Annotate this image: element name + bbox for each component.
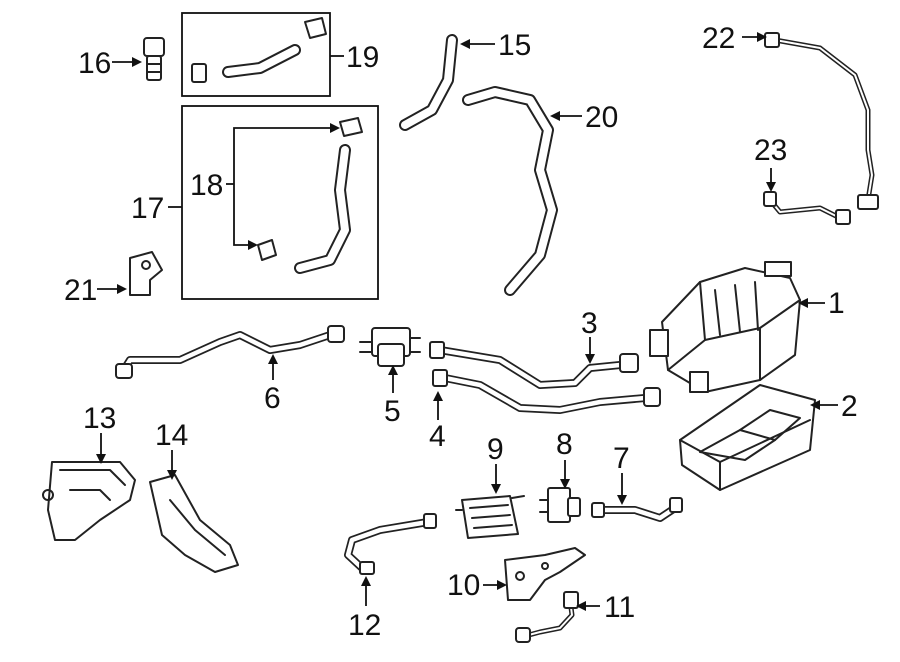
vapor-line-3 <box>429 341 639 389</box>
hose-19 <box>191 17 327 83</box>
leader-lines <box>96 32 838 611</box>
callout-9: 9 <box>487 433 504 466</box>
callout-18: 18 <box>190 169 223 202</box>
callout-15: 15 <box>498 29 531 62</box>
callout-23: 23 <box>754 134 787 167</box>
callout-10: 10 <box>447 569 480 602</box>
pump-13 <box>42 461 136 541</box>
callout-17: 17 <box>131 192 164 225</box>
hose-20 <box>462 86 558 296</box>
sensor-23 <box>763 191 851 225</box>
oxygen-sensor-22 <box>764 32 879 210</box>
callout-14: 14 <box>155 419 188 452</box>
callout-20: 20 <box>585 101 618 134</box>
fitting-16 <box>143 37 165 81</box>
callout-13: 13 <box>83 402 116 435</box>
callout-3: 3 <box>581 307 598 340</box>
callout-19: 19 <box>346 41 379 74</box>
vapor-line-4 <box>432 369 661 414</box>
canister-tray <box>679 384 816 491</box>
module-9 <box>455 495 525 539</box>
kit-box-17 <box>181 105 379 300</box>
callout-21: 21 <box>64 274 97 307</box>
purge-valve <box>359 327 421 367</box>
callout-1: 1 <box>828 287 845 320</box>
kit-box-19 <box>181 12 331 97</box>
callout-5: 5 <box>384 395 401 428</box>
hose-7 <box>591 497 683 522</box>
callout-11: 11 <box>604 591 635 624</box>
connector-8 <box>539 487 581 523</box>
callout-2: 2 <box>841 390 858 423</box>
callout-7: 7 <box>613 442 630 475</box>
callout-4: 4 <box>429 420 446 453</box>
shield-14 <box>149 474 239 573</box>
callout-12: 12 <box>348 609 381 642</box>
callout-labels: 1 2 3 4 5 6 7 8 9 10 11 12 13 14 15 16 1… <box>64 22 858 642</box>
bracket-10 <box>504 547 586 601</box>
callout-8: 8 <box>556 428 573 461</box>
callout-6: 6 <box>264 382 281 415</box>
charcoal-canister <box>649 261 801 393</box>
hose-15 <box>399 34 458 131</box>
sensor-11 <box>515 591 579 643</box>
callout-16: 16 <box>78 47 111 80</box>
hose-17 <box>257 117 363 274</box>
callout-22: 22 <box>702 22 735 55</box>
vapor-hose-6 <box>115 325 345 379</box>
clip-21 <box>129 251 163 296</box>
hose-12 <box>344 513 437 575</box>
